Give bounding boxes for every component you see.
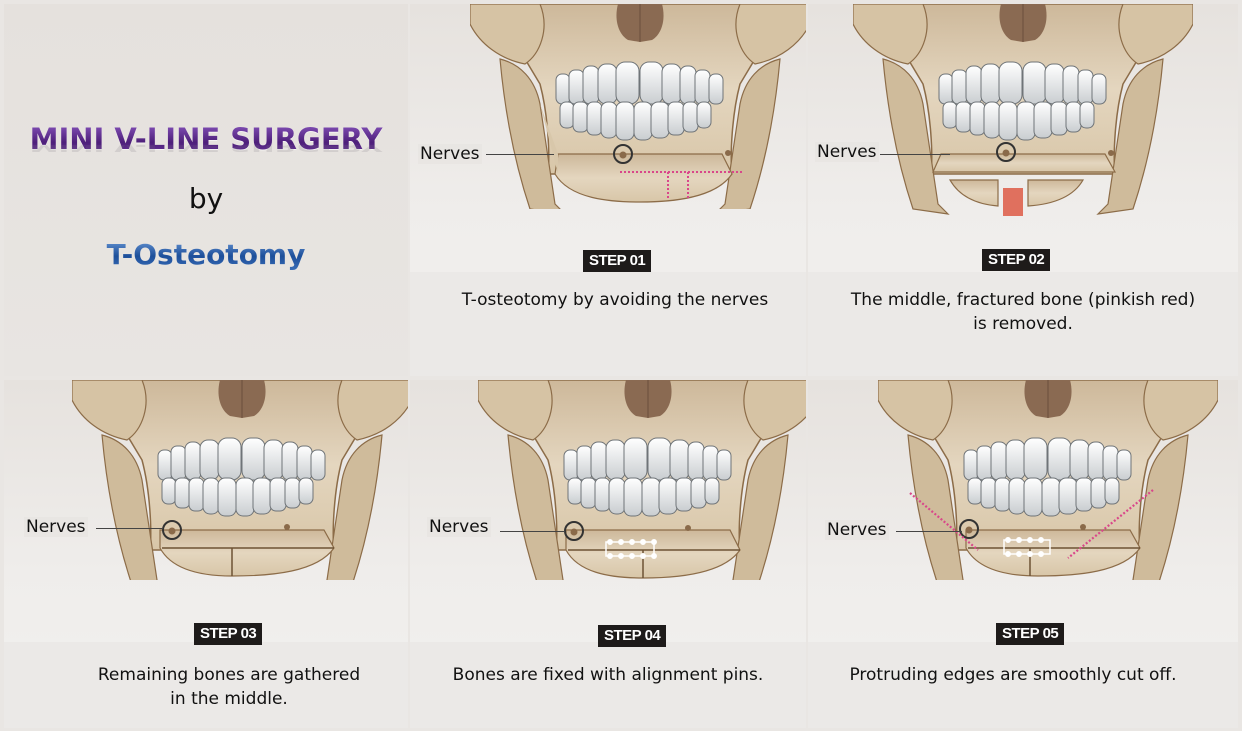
skull-illustration	[878, 380, 1218, 580]
step-caption-line-2: in the middle.	[170, 689, 288, 709]
cut-line	[620, 171, 742, 198]
step-caption: The middle, fractured bone (pinkish red)…	[808, 288, 1238, 336]
nerves-pointer-line	[880, 154, 950, 155]
step-02-panel: Nerves STEP 02 The middle, fractured bon…	[808, 4, 1238, 376]
step-03-panel: Nerves STEP 03 Remaining bones are gathe…	[4, 380, 408, 728]
title-by: by	[188, 182, 224, 215]
alignment-pins	[1003, 537, 1051, 557]
nerves-label: Nerves	[815, 142, 879, 162]
step-badge: STEP 03	[194, 623, 263, 645]
nerves-label: Nerves	[418, 144, 482, 164]
step-caption-line-1: The middle, fractured bone (pinkish red)	[850, 290, 1196, 310]
step-caption-line-1: Remaining bones are gathered	[97, 665, 361, 685]
step-caption: Protruding edges are smoothly cut off.	[849, 665, 1177, 685]
step-caption: Remaining bones are gathered in the midd…	[34, 663, 408, 711]
title-panel: MINI V-LINE SURGERY MINI V-LINE SURGERY …	[4, 4, 408, 376]
skull-illustration	[72, 380, 408, 580]
caption-band	[410, 642, 806, 728]
step-badge: STEP 01	[583, 250, 652, 272]
step-badge: STEP 05	[996, 623, 1065, 645]
step-caption: T-osteotomy by avoiding the nerves	[461, 290, 769, 310]
step-05-panel: Nerves STEP 05 Protruding edges are smoo…	[808, 380, 1238, 728]
step-badge: STEP 02	[982, 249, 1051, 271]
caption-band	[808, 272, 1238, 376]
cut-line	[909, 489, 1154, 559]
nerves-pointer-line	[896, 531, 962, 532]
caption-band	[4, 642, 408, 728]
alignment-pins	[605, 539, 657, 559]
title-reflection: MINI V-LINE SURGERY	[29, 145, 383, 154]
step-caption-line-2: is removed.	[973, 314, 1073, 334]
skull-illustration	[478, 380, 806, 580]
caption-band	[808, 642, 1238, 728]
infographic-subtitle: T-Osteotomy	[4, 238, 408, 271]
infographic-title: MINI V-LINE SURGERY	[4, 122, 408, 156]
step-caption: Bones are fixed with alignment pins.	[452, 665, 764, 685]
nerves-label: Nerves	[427, 517, 491, 537]
nerves-pointer-line	[500, 531, 565, 532]
step-badge: STEP 04	[598, 625, 667, 647]
nerves-label: Nerves	[825, 520, 889, 540]
skull-illustration	[470, 4, 806, 209]
nerves-label: Nerves	[24, 517, 88, 537]
step-01-panel: Nerves STEP 01 T-osteotomy by avoiding t…	[410, 4, 806, 376]
removed-bone-block	[1003, 188, 1023, 216]
nerves-pointer-line	[486, 154, 554, 155]
nerves-pointer-line	[96, 528, 162, 529]
step-04-panel: Nerves STEP 04 Bones are fixed with alig…	[410, 380, 806, 728]
skull-illustration	[853, 4, 1193, 216]
caption-band	[410, 272, 806, 376]
